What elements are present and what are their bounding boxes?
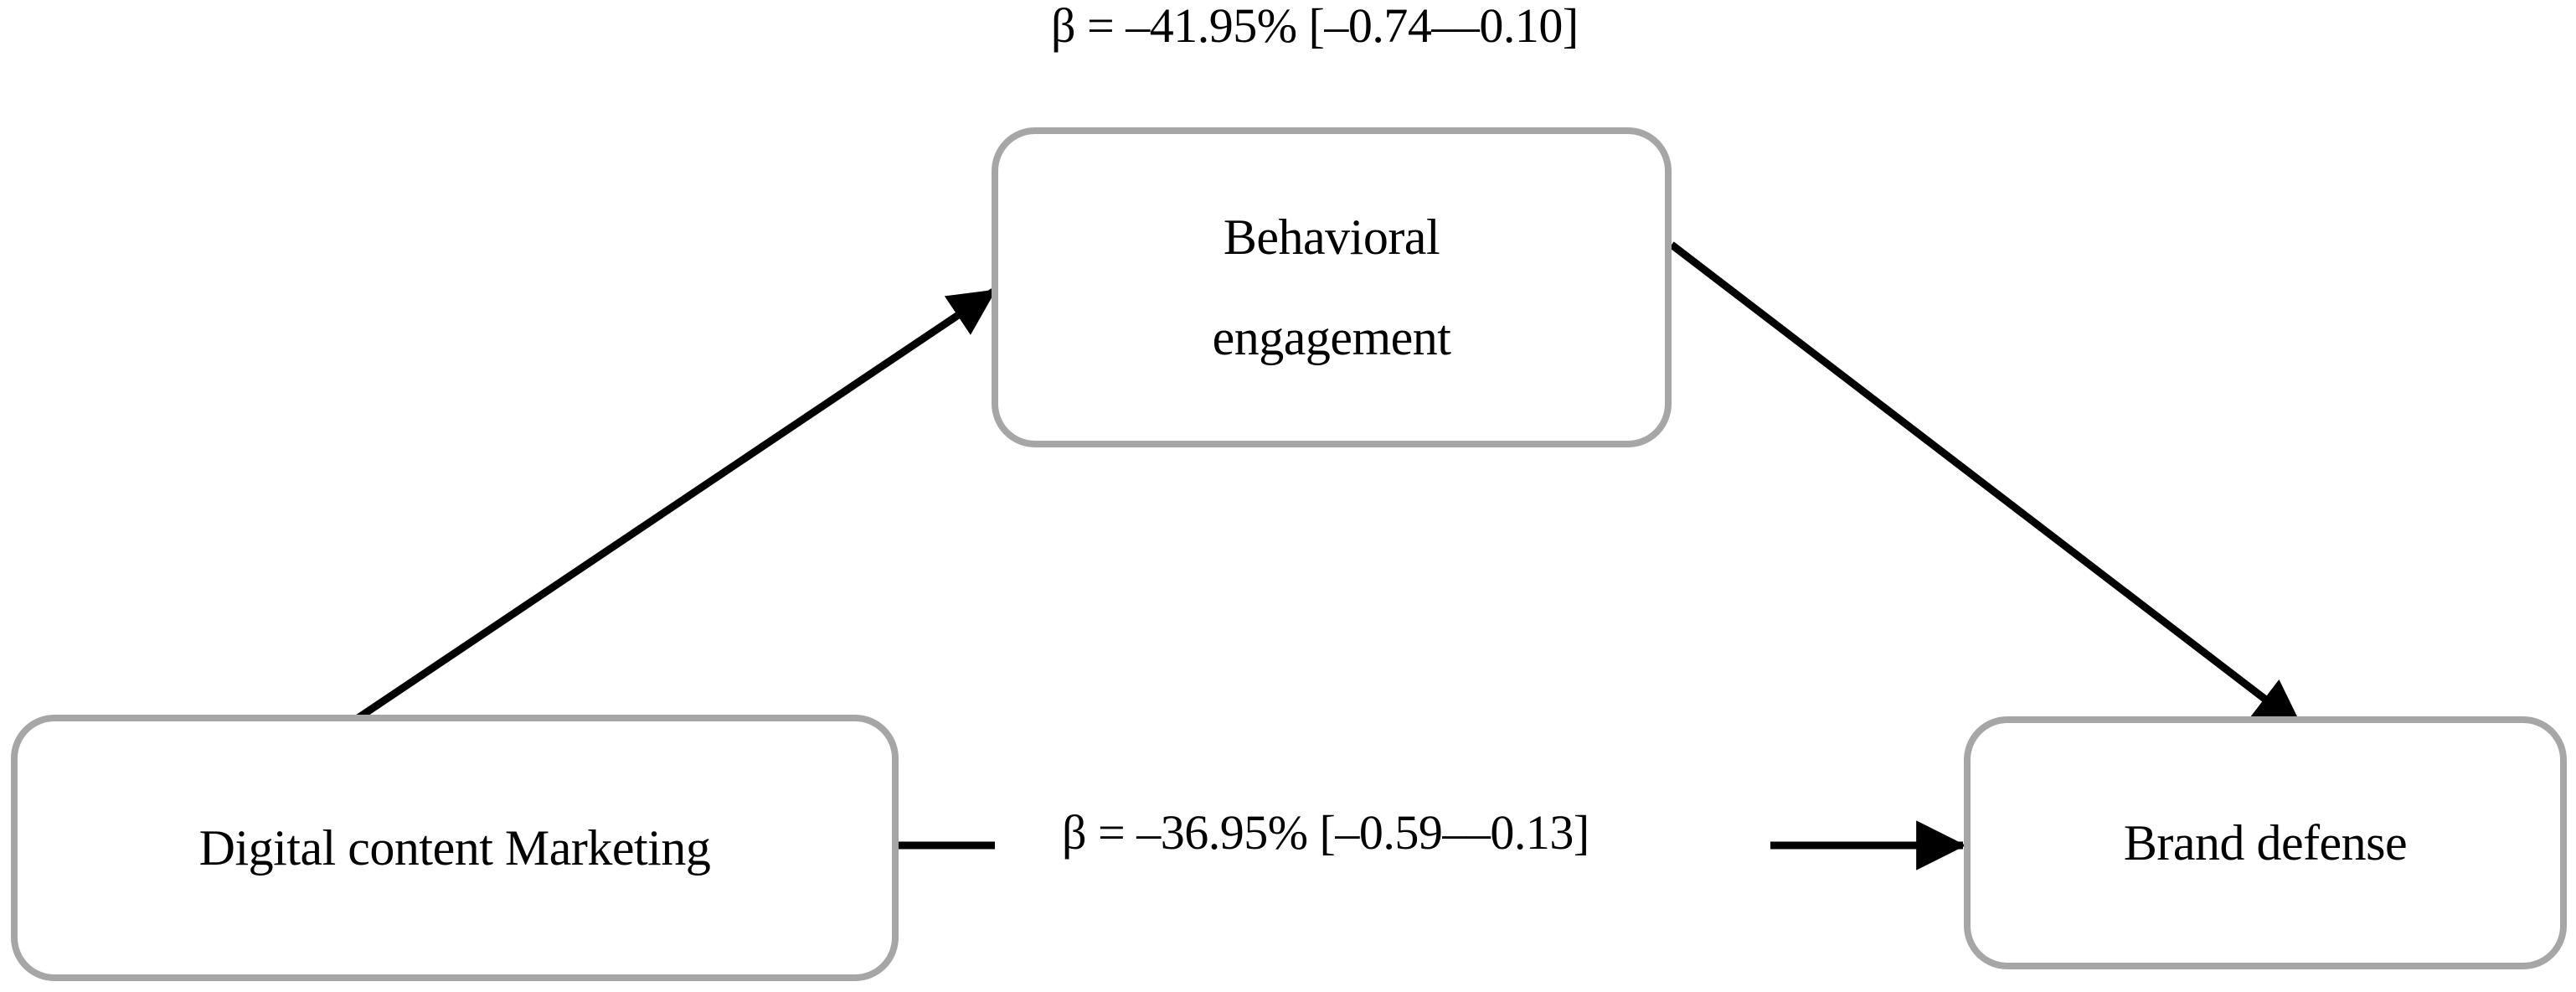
node-predictor-label: Digital content Marketing [198,820,711,876]
node-behavioral-engagement[interactable]: Behavioral engagement [992,127,1672,447]
path-label-direct: β = –36.95% [–0.59––0.13] [1062,805,1589,860]
node-brand-defense[interactable]: Brand defense [1964,716,2567,969]
node-mediator-label-line-1: Behavioral [1223,209,1440,265]
edge-mediator-to-outcome [1669,241,2303,729]
path-label-indirect: β = –41.95% [–0.74––0.10] [1051,0,1579,53]
edge-predictor-to-mediator [354,288,997,722]
node-outcome-label: Brand defense [2123,815,2408,871]
node-digital-content-marketing[interactable]: Digital content Marketing [11,715,899,981]
node-mediator-label-line-2: engagement [1212,310,1451,365]
